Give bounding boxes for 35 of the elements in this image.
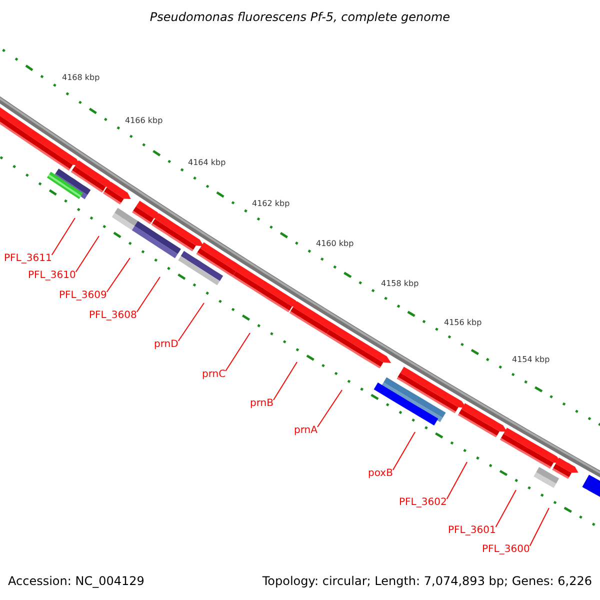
leader-line: [495, 490, 516, 528]
gene-label: PFL_3611: [4, 253, 52, 265]
tick-label: 4164 kbp: [188, 158, 226, 168]
title: Pseudomonas fluorescens Pf-5, complete genome: [148, 10, 452, 24]
accession-text: Accession: NC_004129: [8, 574, 144, 588]
leader-line: [178, 302, 204, 342]
gene-label: PFL_3601: [448, 525, 496, 537]
gene-label: PFL_3608: [89, 310, 137, 322]
leader-line: [446, 462, 468, 500]
gene-label: PFL_3600: [482, 544, 530, 556]
leader-line: [106, 258, 130, 292]
tick-label: 4154 kbp: [512, 355, 550, 365]
gene-label: prnD: [154, 339, 178, 351]
gene-label: poxB: [368, 468, 393, 480]
leader-line: [316, 390, 342, 428]
gene-label: prnB: [250, 398, 274, 410]
leader-line: [529, 508, 550, 546]
gene-label: prnC: [202, 369, 226, 381]
gene-label: PFL_3609: [59, 290, 107, 302]
tick-label: 4166 kbp: [125, 116, 163, 126]
tick-label: 4160 kbp: [316, 239, 354, 249]
tick-label: 4168 kbp: [62, 73, 100, 83]
leader-line: [51, 218, 76, 256]
leader-line: [75, 236, 100, 272]
gene-label: PFL_3610: [28, 270, 76, 282]
leader-line: [272, 362, 298, 400]
gene-label: prnA: [294, 425, 318, 437]
tick-label: 4158 kbp: [381, 279, 419, 289]
leader-line: [225, 332, 250, 372]
gene-label: PFL_3602: [399, 497, 447, 509]
leader-line: [136, 276, 160, 312]
genome-summary: Topology: circular; Length: 7,074,893 bp; Genes: 6,226: [262, 574, 592, 588]
leader-line: [392, 432, 416, 470]
tick-label: 4162 kbp: [252, 199, 290, 209]
tick-label: 4156 kbp: [444, 318, 482, 328]
